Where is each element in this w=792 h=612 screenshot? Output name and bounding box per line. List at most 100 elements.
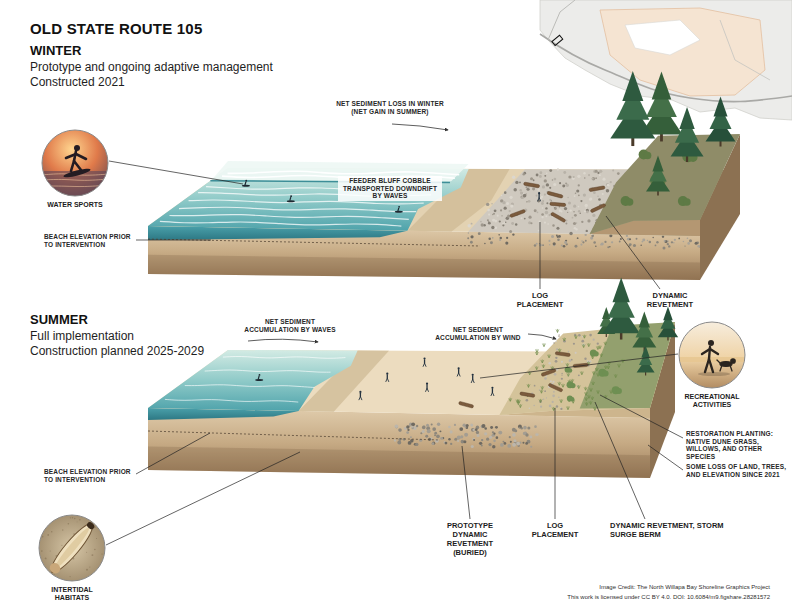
driftwood-log	[520, 392, 535, 398]
cobble-stone	[538, 230, 540, 232]
buried-revetment-stone	[439, 430, 441, 432]
cobble-stone	[592, 178, 594, 180]
buried-revetment-stone	[406, 431, 409, 434]
feature-label: DYNAMIC REVETMENT	[635, 292, 705, 310]
buried-revetment-stone	[534, 425, 537, 428]
photo-outline	[41, 129, 109, 197]
dune-grass	[585, 392, 588, 396]
buried-revetment-stone	[486, 438, 489, 441]
photo-image	[678, 321, 746, 389]
cobble-stone	[522, 173, 524, 175]
dune-grass	[600, 353, 603, 357]
berm-cobble	[552, 395, 555, 398]
buried-revetment-stone	[408, 441, 412, 445]
cobble-stone	[536, 194, 538, 196]
figure-head	[472, 374, 474, 376]
buried-revetment-stone	[466, 424, 469, 427]
dune-grass	[566, 363, 569, 367]
cobble-stone	[536, 174, 539, 177]
tree-foliage	[612, 278, 629, 303]
cobble-stone	[607, 184, 610, 187]
block-diagrams	[148, 71, 740, 478]
cobble-stone	[567, 212, 568, 213]
cobble-stone	[568, 201, 571, 204]
dune-grass	[583, 335, 586, 339]
berm-cobble	[540, 368, 541, 369]
revetment-cobble	[488, 238, 491, 241]
person-figure	[386, 373, 389, 382]
figure-head	[458, 367, 460, 369]
cobble-stone	[538, 193, 539, 194]
sand-grain	[41, 550, 43, 552]
section-subheading: Full implementation	[30, 329, 230, 343]
sand-grain	[99, 578, 101, 580]
revetment-cobble	[652, 237, 653, 238]
sand-grain	[70, 517, 71, 518]
cobble-stone	[502, 224, 504, 226]
revetment-cobble	[484, 243, 486, 245]
cobble-stone	[548, 214, 550, 216]
revetment-cobble	[505, 242, 508, 245]
buried-revetment-stone	[422, 430, 425, 433]
cobble-stone	[563, 171, 566, 174]
buried-revetment-stone	[518, 424, 522, 428]
buried-revetment-stone	[457, 436, 461, 440]
sand-grain	[96, 571, 97, 572]
sand-grain	[91, 554, 93, 556]
cobble-stone	[541, 202, 544, 205]
revetment-cobble	[557, 238, 560, 241]
revetment-cobble	[664, 240, 666, 242]
cobble-stone	[592, 177, 596, 181]
razor-clam	[46, 519, 98, 577]
revetment-cobble	[655, 245, 657, 247]
revetment-cobble	[619, 241, 621, 243]
revetment-cobble	[636, 238, 638, 240]
buried-revetment-stone	[516, 442, 520, 446]
cobble-stone	[544, 221, 546, 223]
photo-wave	[41, 179, 109, 180]
cobble-stone	[509, 230, 512, 233]
cobble-stone	[554, 207, 557, 210]
section-subheading: Constructed 2021	[30, 75, 330, 89]
soil-layer	[148, 255, 700, 280]
cobble-stone	[495, 226, 498, 229]
revetment-cobble	[600, 244, 602, 246]
dune-grass	[535, 352, 538, 356]
photo-ground	[41, 129, 109, 197]
photo-image	[38, 514, 106, 582]
revetment-cobble	[629, 238, 631, 240]
sand-grain	[101, 553, 102, 554]
cobble-stone	[583, 193, 586, 196]
buried-revetment-stone	[398, 428, 402, 432]
cobble-stone	[599, 174, 601, 176]
berm-cobble	[544, 390, 546, 392]
dune-grass	[604, 365, 607, 369]
revetment-cobble	[687, 237, 689, 239]
sand-grain	[62, 529, 63, 530]
dune-grass	[527, 384, 530, 388]
berm-cobble	[589, 334, 592, 337]
shrub	[683, 198, 691, 206]
surfer-head	[74, 145, 80, 151]
berm-cobble	[533, 405, 535, 407]
cobble-stone	[499, 220, 501, 222]
cobble-stone	[513, 188, 516, 191]
driftwood-log	[551, 212, 566, 223]
revetment-cobble	[577, 237, 579, 239]
revetment-cobble	[604, 241, 606, 243]
cobble-stone	[509, 196, 512, 199]
cobble-stone	[574, 214, 577, 217]
buried-revetment-stone	[488, 443, 491, 446]
revetment-cobble	[649, 241, 652, 244]
revetment-cobble	[467, 237, 469, 239]
surfer-legs	[71, 161, 81, 171]
surfer-head	[290, 195, 292, 197]
buried-revetment-stone	[448, 438, 450, 440]
sand-grain	[94, 526, 96, 528]
revetment-cobble	[580, 244, 582, 246]
leader-line	[136, 240, 211, 241]
buried-revetment-stone	[492, 433, 495, 436]
cobble-stone	[574, 195, 576, 197]
revetment-cobble	[697, 245, 699, 247]
conifer-tree	[706, 97, 736, 147]
